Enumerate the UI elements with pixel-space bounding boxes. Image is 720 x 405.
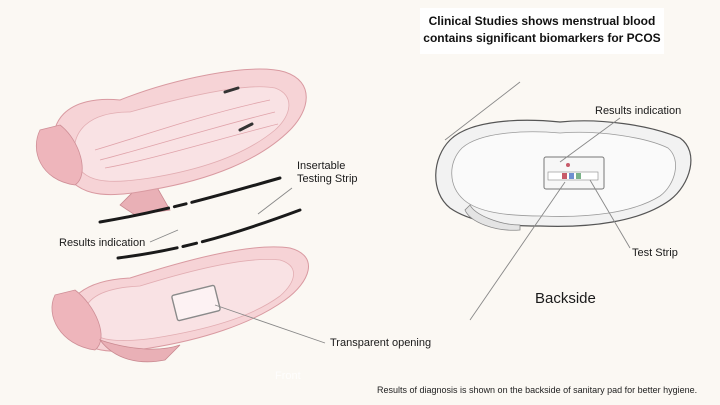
label-transparent-opening: Transparent opening [330,337,432,349]
label-backside: Backside [535,290,596,307]
leader-lines [149,81,631,344]
label-results-indication-left: Results indication [59,237,146,249]
label-results-indication-right: Results indication [595,105,682,117]
label-front-ghost: Front [275,370,301,382]
bottom-pad-illustration [51,246,309,363]
transparent-opening-window [171,284,221,322]
headline-line-2: contains significant biomarkers for PCOS [423,31,661,45]
label-insertable-line1: Insertable [297,160,346,172]
insertable-testing-strips [98,176,302,260]
label-test-strip: Test Strip [632,247,678,259]
headline-box [420,8,664,54]
label-insertable-line2: Testing Strip [297,173,358,185]
backside-pad-illustration [435,119,692,231]
footnote: Results of diagnosis is shown on the bac… [377,385,698,395]
headline-line-1: Clinical Studies shows menstrual blood [428,14,656,28]
top-pad-illustration [36,68,307,216]
